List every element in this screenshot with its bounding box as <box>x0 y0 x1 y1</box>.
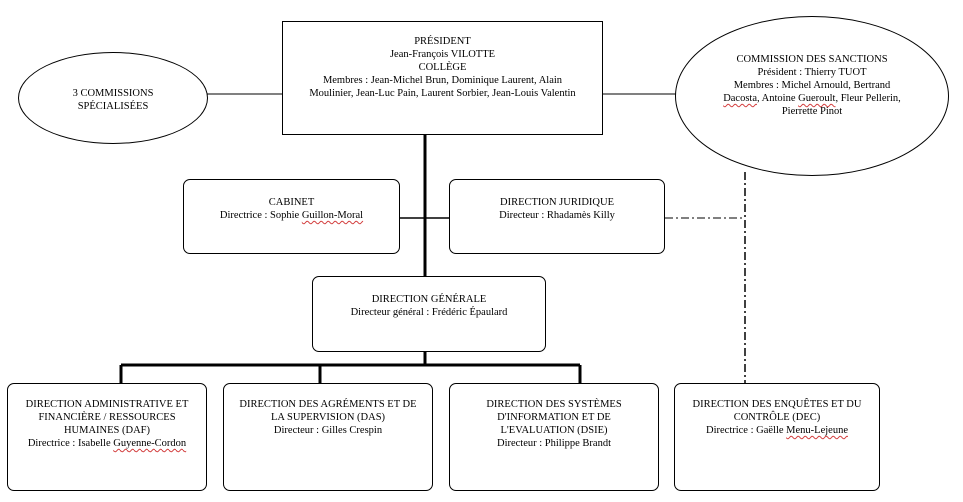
commissions-ellipse: 3 COMMISSIONS SPÉCIALISÉES <box>18 52 208 144</box>
generale-title: DIRECTION GÉNÉRALE <box>371 294 487 305</box>
dec-box: DIRECTION DES ENQUÊTES ET DU CONTRÔLE (D… <box>674 383 880 491</box>
dsie-person: Directeur : Philippe Brandt <box>496 438 611 449</box>
das-title: DIRECTION DES AGRÉMENTS ET DE LA SUPERVI… <box>239 399 417 423</box>
dsie-box: DIRECTION DES SYSTÈMES D'INFORMATION ET … <box>449 383 659 491</box>
cabinet-title: CABINET <box>268 197 315 208</box>
sanctions-title: COMMISSION DES SANCTIONS <box>736 54 888 65</box>
juridique-box: DIRECTION JURIDIQUE Directeur : Rhadamès… <box>449 179 665 254</box>
daf-box: DIRECTION ADMINISTRATIVE ET FINANCIÈRE /… <box>7 383 207 491</box>
dsie-title: DIRECTION DES SYSTÈMES D'INFORMATION ET … <box>486 399 622 436</box>
generale-person: Directeur général : Frédéric Épaulard <box>350 307 508 318</box>
dec-title: DIRECTION DES ENQUÊTES ET DU CONTRÔLE (D… <box>692 399 862 423</box>
college-members: Membres : Jean-Michel Brun, Dominique La… <box>309 75 576 99</box>
das-box: DIRECTION DES AGRÉMENTS ET DE LA SUPERVI… <box>223 383 433 491</box>
generale-box: DIRECTION GÉNÉRALE Directeur général : F… <box>312 276 546 352</box>
cabinet-person: Directrice : Sophie Guillon-Moral <box>219 210 364 221</box>
sanctions-president: Président : Thierry TUOT <box>757 67 867 78</box>
cabinet-box: CABINET Directrice : Sophie Guillon-Mora… <box>183 179 400 254</box>
president-box: PRÉSIDENT Jean-François VILOTTE COLLÈGE … <box>282 21 603 135</box>
commissions-label: 3 COMMISSIONS SPÉCIALISÉES <box>72 88 154 112</box>
daf-title: DIRECTION ADMINISTRATIVE ET FINANCIÈRE /… <box>25 399 189 436</box>
sanctions-members: Membres : Michel Arnould, Bertrand Dacos… <box>723 80 901 117</box>
juridique-title: DIRECTION JURIDIQUE <box>499 197 615 208</box>
president-name: Jean-François VILOTTE <box>389 49 496 60</box>
dec-person: Directrice : Gaëlle Menu-Lejeune <box>706 425 848 436</box>
juridique-person: Directeur : Rhadamès Killy <box>499 210 615 221</box>
president-title: PRÉSIDENT <box>414 36 471 47</box>
college-title: COLLÈGE <box>418 62 467 73</box>
das-person: Directeur : Gilles Crespin <box>273 425 383 436</box>
sanctions-ellipse: COMMISSION DES SANCTIONS Président : Thi… <box>675 16 949 176</box>
daf-person: Directrice : Isabelle Guyenne-Cordon <box>27 438 187 449</box>
